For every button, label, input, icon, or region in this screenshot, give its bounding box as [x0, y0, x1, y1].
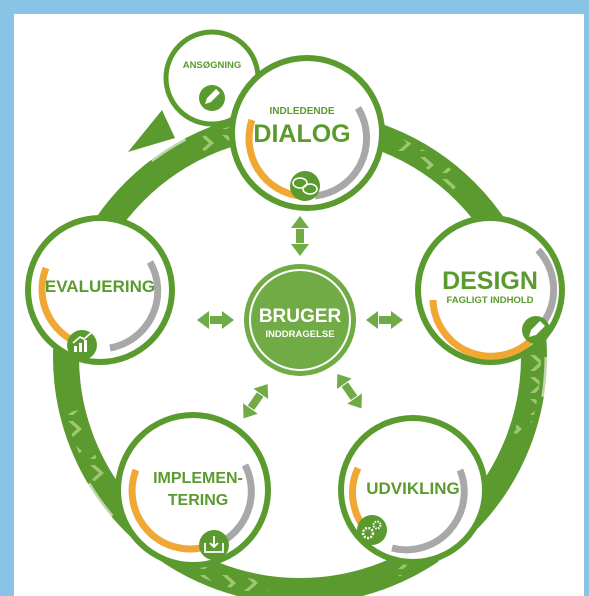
- download-tray-icon: [199, 530, 229, 560]
- center-node: BRUGER INDDRAGELSE: [244, 264, 356, 376]
- connector-arrows: [197, 216, 403, 419]
- node-dialog-title: DIALOG: [253, 120, 350, 148]
- node-design-title: DESIGN: [442, 267, 538, 295]
- growth-chart-icon: [67, 330, 97, 360]
- node-indledende-dialog: INDLEDENDE DIALOG: [229, 55, 385, 211]
- node-evaluering-title: EVALUERING: [45, 277, 155, 296]
- node-udvikling: UDVIKLING: [338, 415, 488, 565]
- pencil-icon: [199, 85, 225, 111]
- node-design-subtitle: FAGLIGT INDHOLD: [446, 295, 533, 306]
- arrow-center-to-evaluering: [197, 311, 234, 329]
- diagram-canvas: BRUGER INDDRAGELSE: [14, 14, 584, 596]
- node-implementering-line2: TERING: [168, 492, 228, 509]
- ring-arrowhead: [128, 110, 175, 152]
- gears-icon: [357, 515, 387, 545]
- pencil-icon: [522, 316, 550, 344]
- arrow-center-to-dialog: [291, 216, 309, 256]
- node-evaluering: EVALUERING: [25, 215, 175, 365]
- node-dialog-line1: INDLEDENDE: [269, 106, 334, 117]
- center-subtitle: INDDRAGELSE: [265, 329, 334, 340]
- node-ansoegning: ANSØGNING: [163, 29, 261, 127]
- arrow-center-to-udvikling: [336, 373, 362, 409]
- node-udvikling-title: UDVIKLING: [366, 479, 460, 498]
- arrow-center-to-implementering: [243, 383, 269, 419]
- arrow-center-to-design: [366, 311, 403, 329]
- node-implementering: IMPLEMEN- TERING: [115, 412, 271, 568]
- chat-bubbles-icon: [290, 171, 320, 201]
- center-title: BRUGER: [259, 306, 342, 327]
- node-implementering-line1: IMPLEMEN-: [153, 470, 243, 487]
- process-cycle-diagram: BRUGER INDDRAGELSE: [25, 29, 565, 596]
- node-ansoegning-label: ANSØGNING: [183, 60, 242, 71]
- node-design: DESIGN FAGLIGT INDHOLD: [415, 215, 565, 365]
